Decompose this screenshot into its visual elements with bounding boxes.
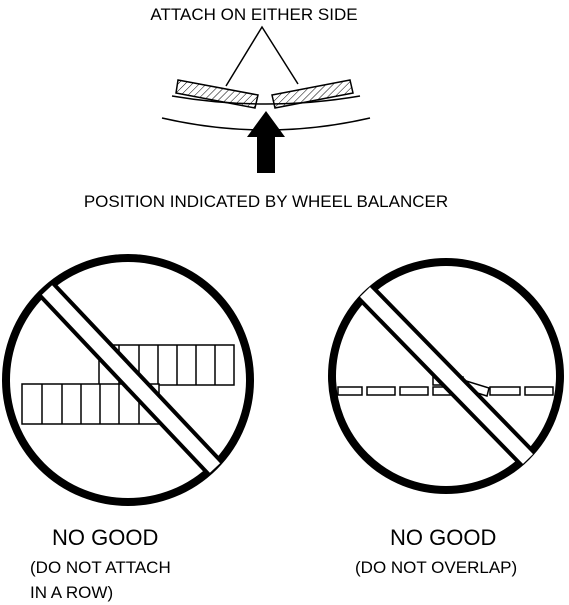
left-verdict: NO GOOD	[52, 525, 158, 550]
position-label: POSITION INDICATED BY WHEEL BALANCER	[84, 192, 448, 211]
attach-caption: ATTACH ON EITHER SIDE	[150, 5, 357, 24]
no-good-overlap-diagram	[328, 258, 564, 494]
leader-lines	[225, 25, 299, 87]
right-verdict: NO GOOD	[390, 525, 496, 550]
balance-weight-left	[175, 79, 259, 109]
balance-weight-right	[271, 79, 354, 109]
prohibition-sign-left	[2, 254, 254, 506]
right-note: (DO NOT OVERLAP)	[355, 558, 517, 577]
position-arrow	[247, 111, 285, 173]
left-note-line1: (DO NOT ATTACH	[30, 558, 171, 577]
left-note-line2: IN A ROW)	[30, 583, 113, 602]
prohibition-sign-right	[328, 258, 564, 494]
no-good-attach-in-row-diagram	[2, 254, 254, 506]
